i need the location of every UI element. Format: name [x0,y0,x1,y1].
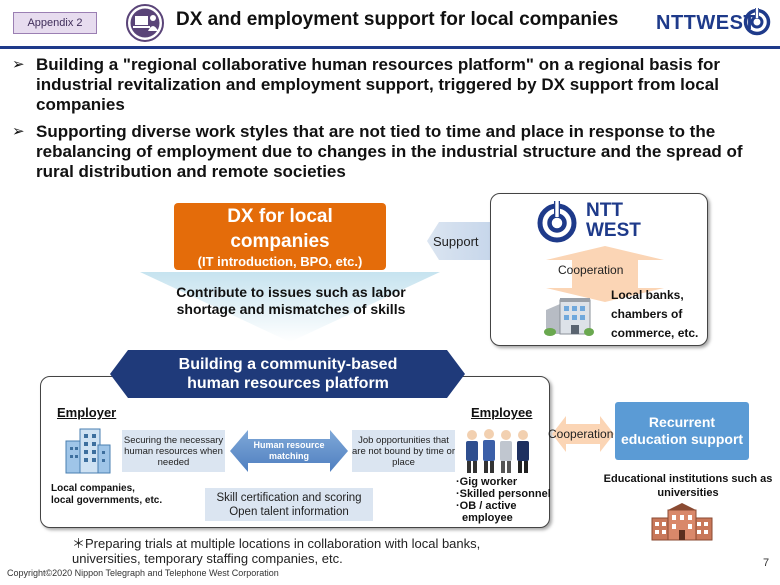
bullet-list: ➢ Building a "regional collaborative hum… [12,55,774,189]
job-opportunities-box: Job opportunities that are not bound by … [352,430,455,472]
page-title: DX and employment support for local comp… [176,9,619,30]
ntt-west-logo-text: NTT WEST [586,201,641,241]
dx-subtitle: (IT introduction, BPO, etc.) [197,254,363,269]
bullet-item: ➢ Building a "regional collaborative hum… [12,55,774,115]
ntt-logo-icon [743,8,771,36]
bank-building-icon [544,298,594,336]
recurrent-education-box: Recurrent education support [615,402,749,460]
employee-types-list: ·Gig worker ·Skilled personnel ·OB / act… [456,476,551,524]
matching-label: Human resource matching [253,440,325,461]
bullet-item: ➢ Supporting diverse work styles that ar… [12,122,774,182]
bullet-text: Building a "regional collaborative human… [36,55,720,114]
banks-text: Local banks, chambers of commerce, etc. [611,288,699,340]
appendix-badge: Appendix 2 [13,12,97,34]
page-number: 7 [763,557,770,569]
employer-description: Local companies, local governments, etc. [51,483,163,506]
dx-title-line2: companies [230,231,330,252]
ntt-logo-icon [537,201,577,243]
recurrent-cooperation-label: Cooperation [548,427,614,441]
ntt-line2: WEST [586,220,641,241]
platform-banner-text: Building a community-based human resourc… [178,356,398,392]
securing-resources-box: Securing the necessary human resources w… [122,430,225,472]
platform-banner [110,350,465,398]
employee-heading: Employee [471,405,533,420]
footnote: ＊Preparing trials at multiple locations … [72,536,481,566]
ntt-west-card [490,193,708,346]
copyright-text: Copyright©2020 Nippon Telegraph and Tele… [7,568,279,578]
contribute-triangle [140,272,440,342]
school-building-icon [651,503,713,541]
office-buildings-icon [65,428,111,474]
bullet-text: Supporting diverse work styles that are … [36,122,743,181]
cooperation-double-arrow-icon [552,416,614,452]
employer-heading: Employer [57,405,117,420]
company-logo: NTTWEST [656,12,757,34]
cooperation-updown-arrow-icon [546,246,664,302]
dx-local-companies-box: DX for local companies (IT introduction,… [174,203,386,270]
remote-worker-icon [126,4,164,42]
cooperation-label: Cooperation [558,263,624,277]
skill-certification-box: Skill certification and scoring Open tal… [205,488,373,521]
workers-group-icon [466,429,529,473]
matching-double-arrow-icon [230,430,348,472]
arrow-bullet-icon: ➢ [12,56,25,73]
arrow-bullet-icon: ➢ [12,123,25,140]
contribute-text: Contribute to issues such as labor short… [176,284,406,317]
dx-title-line1: DX for local [227,206,333,227]
header-rule [0,46,780,49]
ntt-line1: NTT [586,200,623,221]
support-arrow-icon [427,222,497,260]
support-label: Support [433,234,479,249]
educational-institutions-text: Educational institutions such as univers… [603,473,773,499]
